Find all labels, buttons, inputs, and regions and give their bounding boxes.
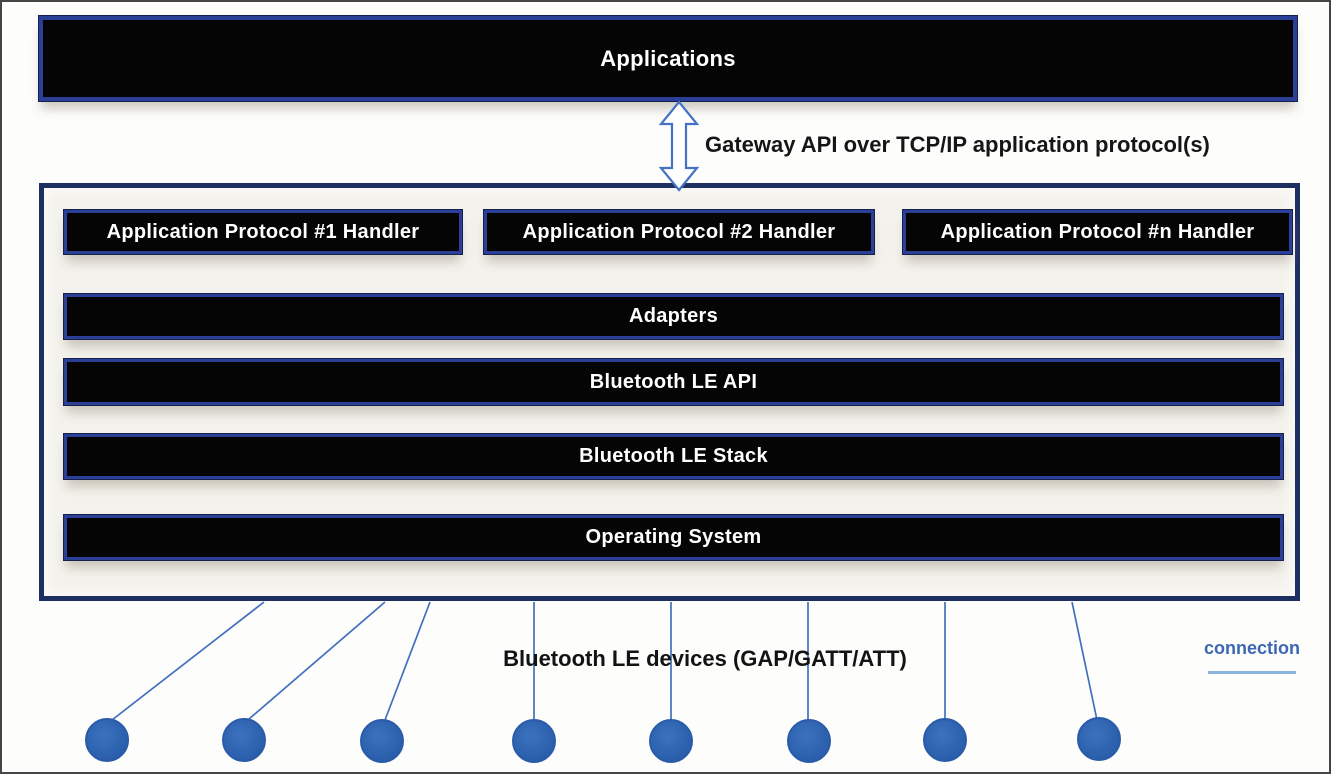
adapters-label: Adapters [628,305,719,327]
bluetooth-device-node-5 [649,719,693,763]
bluetooth-device-node-8 [1077,717,1121,761]
operating-system-label: Operating System [585,526,762,548]
applications-box: Applications [39,16,1297,101]
protocol-handler-1-box: Application Protocol #1 Handler [64,210,462,254]
applications-label: Applications [600,45,736,71]
bluetooth-device-node-1 [85,718,129,762]
bluetooth-device-node-3 [360,719,404,763]
protocol-handler-2-label: Application Protocol #2 Handler [522,220,836,243]
bluetooth-device-node-7 [923,718,967,762]
bluetooth-le-api-box: Bluetooth LE API [64,359,1283,405]
bluetooth-device-node-2 [222,718,266,762]
adapters-box: Adapters [64,294,1283,339]
bluetooth-le-api-label: Bluetooth LE API [589,370,758,393]
bluetooth-le-stack-box: Bluetooth LE Stack [64,434,1283,479]
connection-legend-label: connection [1203,638,1300,658]
connection-legend-line [1208,671,1296,674]
protocol-handler-1-label: Application Protocol #1 Handler [106,220,420,243]
bluetooth-device-node-6 [787,719,831,763]
bluetooth-le-stack-label: Bluetooth LE Stack [579,445,768,467]
protocol-handler-n-box: Application Protocol #n Handler [903,210,1292,254]
protocol-handler-n-label: Application Protocol #n Handler [940,220,1255,243]
operating-system-box: Operating System [64,515,1283,560]
bluetooth-le-devices-label: Bluetooth LE devices (GAP/GATT/ATT) [503,646,907,671]
gateway-api-label: Gateway API over TCP/IP application prot… [705,132,1210,157]
bidirectional-arrow-icon [658,100,700,192]
bluetooth-device-node-4 [512,719,556,763]
protocol-handler-2-box: Application Protocol #2 Handler [484,210,874,254]
